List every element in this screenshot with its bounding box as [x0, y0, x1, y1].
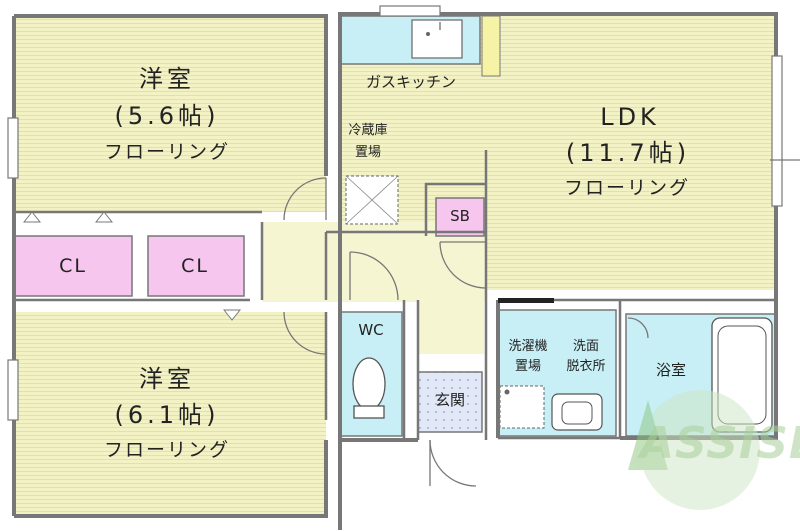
- hallway-floor-lower: [418, 296, 484, 354]
- closet-2: [147, 235, 245, 297]
- shoe-box-label: SB: [450, 207, 470, 225]
- fridge-label-line2: 置場: [354, 145, 381, 160]
- entrance-floor: [417, 371, 483, 433]
- western-room-2-floor-label: フローリング: [103, 439, 230, 461]
- closet-2-label: CL: [181, 255, 209, 277]
- kitchen-sink: [411, 19, 463, 59]
- assise-logo-text: ASSISE: [640, 418, 800, 469]
- laundry-label-line2: 置場: [514, 359, 541, 374]
- washroom-label-line2: 脱衣所: [566, 359, 606, 374]
- washroom-label-line1: 洗面: [572, 339, 599, 354]
- ldk-name: LDK: [600, 103, 660, 131]
- western-room-1-size: (5.6帖): [114, 102, 220, 130]
- western-room-1-name: 洋室: [139, 65, 195, 93]
- western-room-2-size: (6.1帖): [114, 401, 220, 429]
- kitchen-label: ガスキッチン: [365, 73, 456, 91]
- laundry-label-line1: 洗濯機: [508, 339, 548, 354]
- entrance-label: 玄関: [434, 391, 465, 409]
- wc-label: WC: [358, 321, 384, 339]
- western-room-1-floor: [14, 16, 326, 212]
- western-room-2-floor: [14, 312, 326, 516]
- kitchen-side: [481, 15, 501, 77]
- assise-logo-mark: [628, 390, 760, 510]
- ldk-size: (11.7帖): [565, 139, 691, 167]
- western-room-2-name: 洋室: [139, 365, 195, 393]
- closet-1-label: CL: [59, 255, 87, 277]
- shoe-box: [435, 197, 485, 237]
- ldk-floor-label: フローリング: [563, 177, 690, 199]
- fridge-label-line1: 冷蔵庫: [348, 123, 388, 138]
- toilet-icon: [352, 357, 386, 411]
- western-room-1-floor-label: フローリング: [103, 141, 230, 163]
- bath-label: 浴室: [655, 361, 686, 379]
